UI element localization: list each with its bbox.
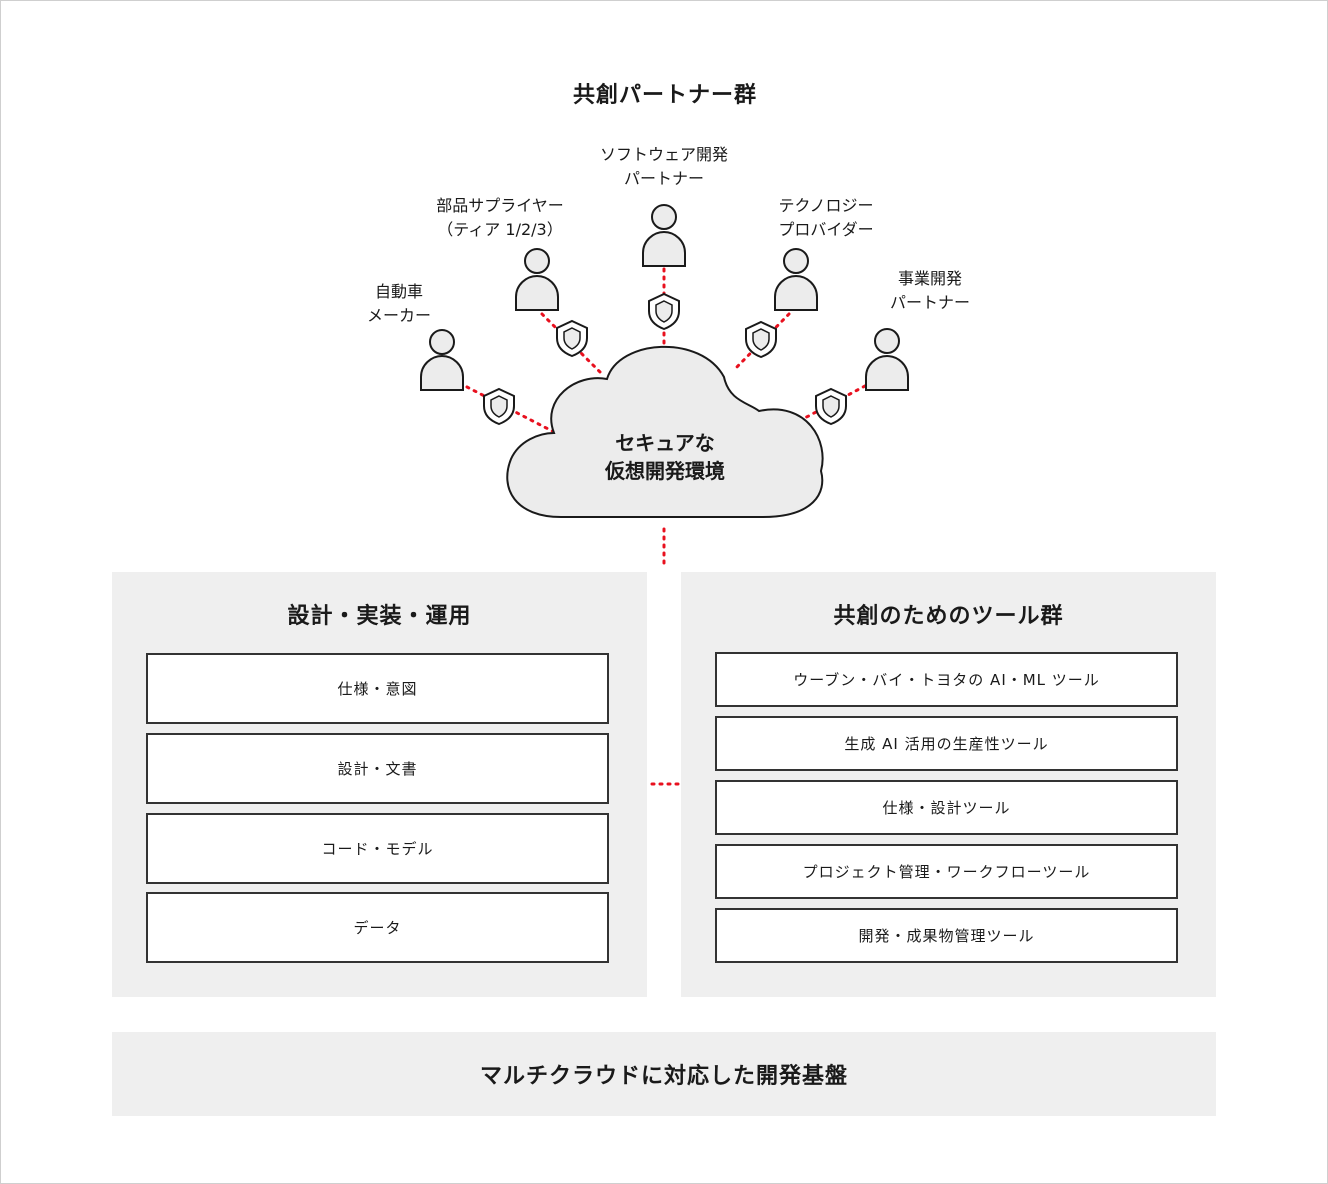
shield-icon: [648, 292, 680, 331]
partner-label-line: テクノロジー: [778, 196, 874, 215]
panel-item: 仕様・意図: [146, 653, 609, 724]
partner-label-technology: テクノロジー プロバイダー: [778, 194, 873, 242]
panel-item: 設計・文書: [146, 733, 609, 804]
diagram-title: 共創パートナー群: [572, 83, 757, 108]
partner-label-line: 自動車: [374, 282, 424, 301]
cloud-label-line: 仮想開発環境: [605, 459, 725, 483]
tool-item: 仕様・設計ツール: [715, 780, 1178, 835]
partner-label-line: （ティア 1/2/3）: [437, 220, 563, 239]
partner-label-automaker: 自動車 メーカー: [367, 280, 431, 328]
shield-icon: [556, 319, 588, 358]
partner-label-line: プロバイダー: [778, 220, 874, 239]
partner-label-line: 事業開発: [897, 269, 963, 288]
tool-item: 生成 AI 活用の生産性ツール: [715, 716, 1178, 771]
partner-label-line: 部品サプライヤー: [436, 196, 564, 215]
tool-item: プロジェクト管理・ワークフローツール: [715, 844, 1178, 899]
partner-label-business: 事業開発 パートナー: [890, 267, 970, 315]
panel-title: 設計・実装・運用: [287, 604, 472, 629]
panel-design-impl-ops: 設計・実装・運用 仕様・意図 設計・文書 コード・モデル データ: [112, 572, 647, 997]
person-icon: [515, 248, 559, 311]
shield-icon: [483, 387, 515, 426]
panel-co-creation-tools: 共創のためのツール群 ウーブン・バイ・トヨタの AI・ML ツール 生成 AI …: [681, 572, 1216, 997]
partner-label-supplier: 部品サプライヤー （ティア 1/2/3）: [436, 194, 564, 242]
partner-label-line: メーカー: [366, 306, 432, 325]
person-icon: [774, 248, 818, 311]
shield-icon: [745, 320, 777, 359]
tool-item: ウーブン・バイ・トヨタの AI・ML ツール: [715, 652, 1178, 707]
multicloud-base: マルチクラウドに対応した開発基盤: [112, 1032, 1216, 1116]
partner-label-software: ソフトウェア開発 パートナー: [600, 143, 728, 191]
partner-label-line: パートナー: [623, 169, 705, 188]
cloud-label-line: セキュアな: [615, 431, 715, 455]
person-icon: [642, 204, 686, 267]
person-icon: [420, 329, 464, 391]
panel-title: 共創のためのツール群: [833, 604, 1064, 629]
partner-label-line: ソフトウェア開発: [599, 145, 729, 164]
tool-item: 開発・成果物管理ツール: [715, 908, 1178, 963]
shield-icon: [815, 387, 847, 426]
cloud-label: セキュアな 仮想開発環境: [1, 429, 1327, 485]
panel-item: コード・モデル: [146, 813, 609, 884]
partner-label-line: パートナー: [889, 293, 971, 312]
panel-item: データ: [146, 892, 609, 963]
person-icon: [865, 328, 909, 391]
cloud-shape: [506, 345, 824, 518]
